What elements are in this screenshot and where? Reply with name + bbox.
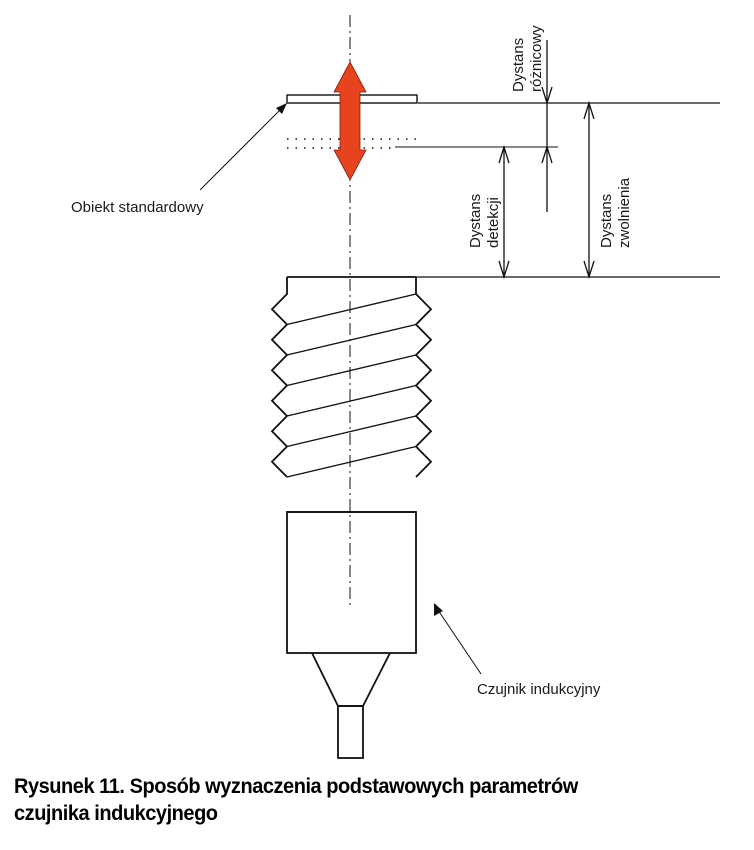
release-arrowhead-top (583, 100, 595, 120)
release-distance-label-2: zwolnienia (616, 177, 633, 248)
motion-double-arrow (333, 61, 367, 181)
detection-arrowhead-bottom (498, 260, 510, 280)
differential-distance-label-2: różnicowy (528, 25, 545, 92)
sensor-thread (270, 276, 433, 513)
object-leader-line (199, 107, 283, 191)
sensor-taper (311, 652, 391, 707)
thread-left-profile (270, 277, 289, 478)
caption-line-2: czujnika indukcyjnego (14, 801, 218, 825)
sensor-leader-line (437, 609, 482, 675)
figure-caption: Rysunek 11. Sposób wyznaczenia podstawow… (14, 773, 693, 827)
thread-helix-line (286, 323, 417, 356)
detection-distance-label-1: Dystans (467, 194, 484, 248)
detection-distance-label-2: detekcji (485, 197, 502, 248)
sensor-parameters-diagram: Obiekt standardowy Czujnik indukcyjny Dy… (71, 15, 720, 759)
object-leader-arrowhead (276, 103, 287, 114)
thread-helix-line (286, 445, 417, 478)
standard-object-label: Obiekt standardowy (71, 199, 204, 216)
differential-distance-label-1: Dystans (510, 38, 527, 92)
release-distance-label-1: Dystans (598, 194, 615, 248)
thread-helix-line (286, 354, 417, 387)
inductive-sensor-label: Czujnik indukcyjny (477, 681, 601, 698)
sensor-body (286, 511, 417, 654)
sensor-cable-stub (337, 705, 364, 759)
thread-helix-line (286, 293, 417, 326)
release-arrowhead-bottom (583, 260, 595, 280)
differential-arrowhead-bottom (541, 144, 553, 164)
thread-helix-line (286, 384, 417, 417)
thread-helix-line (286, 415, 417, 448)
detection-arrowhead-top (498, 144, 510, 164)
sensor-leader-arrowhead (434, 603, 443, 616)
differential-arrowhead-top (541, 86, 553, 106)
thread-right-profile (414, 277, 433, 478)
caption-line-1: Rysunek 11. Sposób wyznaczenia podstawow… (14, 774, 578, 798)
